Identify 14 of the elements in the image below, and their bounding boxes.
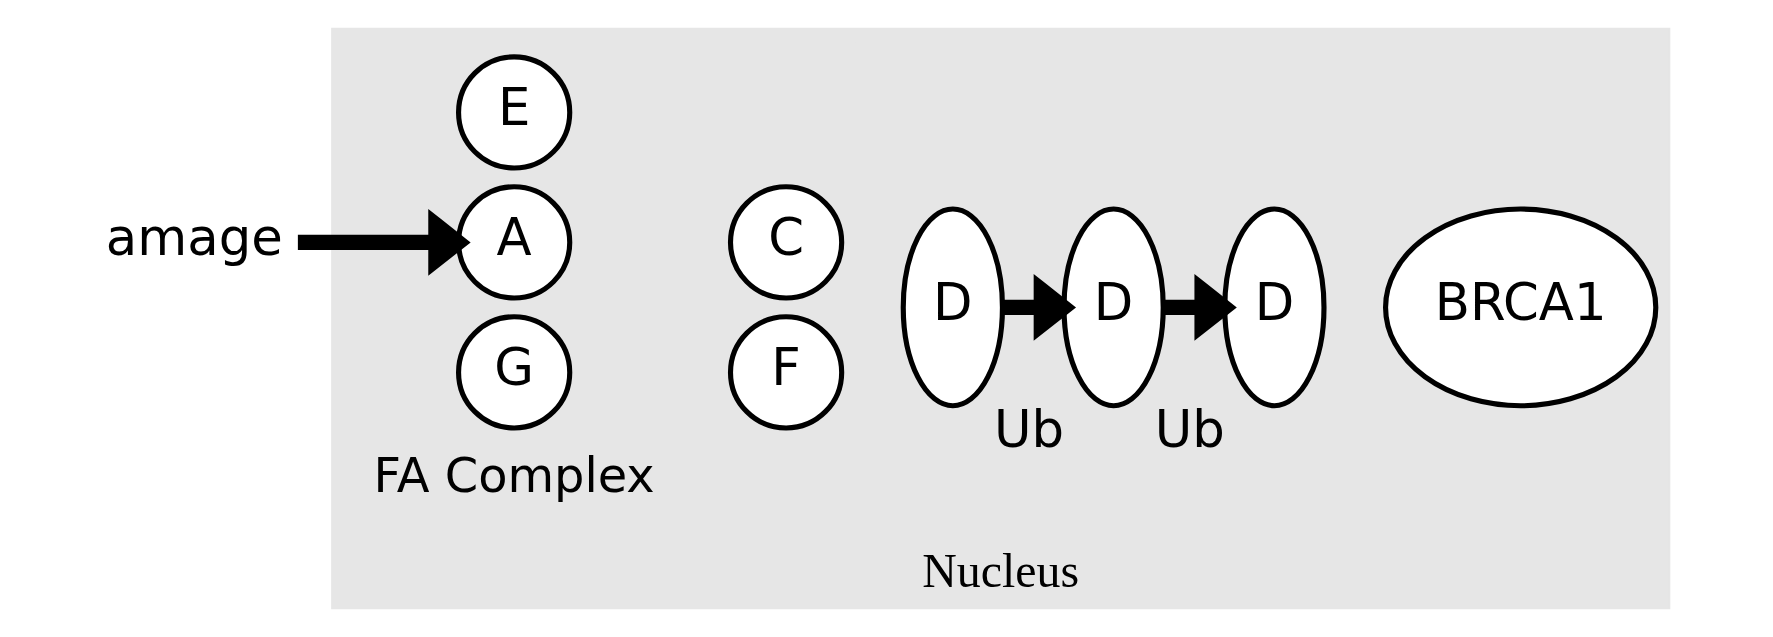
node-ellipse: BRCA1 xyxy=(1382,206,1658,409)
node-text: amage xyxy=(105,207,283,268)
label: FA Complex xyxy=(373,447,655,503)
arrow xyxy=(1002,274,1076,341)
node-ellipse: D xyxy=(900,206,1005,409)
node-circle: F xyxy=(727,314,844,431)
node-circle: C xyxy=(727,184,844,301)
arrow xyxy=(297,209,471,276)
node-circle: E xyxy=(455,54,572,171)
node-circle: A xyxy=(455,184,572,301)
node-ellipse: D xyxy=(1221,206,1327,409)
node-ellipse: D xyxy=(1060,206,1166,409)
arrow xyxy=(1162,274,1237,341)
node-circle: G xyxy=(455,314,572,431)
